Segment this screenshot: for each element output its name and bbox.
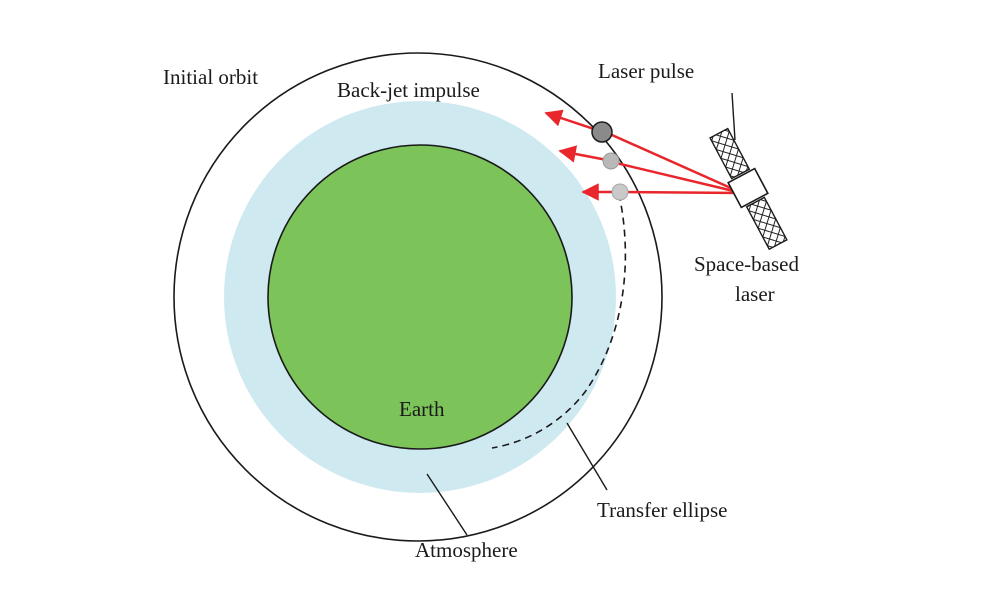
earth-label: Earth [399,397,445,421]
laser-pulse-leader [731,92,736,141]
atmosphere-leader [426,473,468,536]
earth-disk [267,144,573,450]
transfer-ellipse-path [491,193,627,449]
debris-position-3 [611,183,629,201]
initial-orbit-label: Initial orbit [163,65,258,89]
back-jet-impulse-label: Back-jet impulse [337,78,480,102]
transfer-ellipse-label: Transfer ellipse [597,498,727,522]
laser-pulse-label: Laser pulse [598,59,694,83]
back-jet-arrow-1 [544,109,601,133]
laser-beam-1 [602,129,743,195]
debris-position-1 [591,121,613,143]
transfer-ellipse-leader [566,422,608,491]
satellite-icon [709,127,788,251]
debris-position-2 [602,152,620,170]
space-based-laser-label-line1: Space-based [694,252,799,276]
atmosphere-label: Atmosphere [415,538,518,562]
laser-beams [602,129,743,195]
initial-orbit-circle [173,52,663,542]
space-based-laser-label-line2: laser [735,282,775,306]
back-jet-arrows [544,109,615,201]
laser-beam-3 [619,190,743,195]
laser-beam-2 [611,160,743,195]
back-jet-arrow-2 [558,145,608,163]
